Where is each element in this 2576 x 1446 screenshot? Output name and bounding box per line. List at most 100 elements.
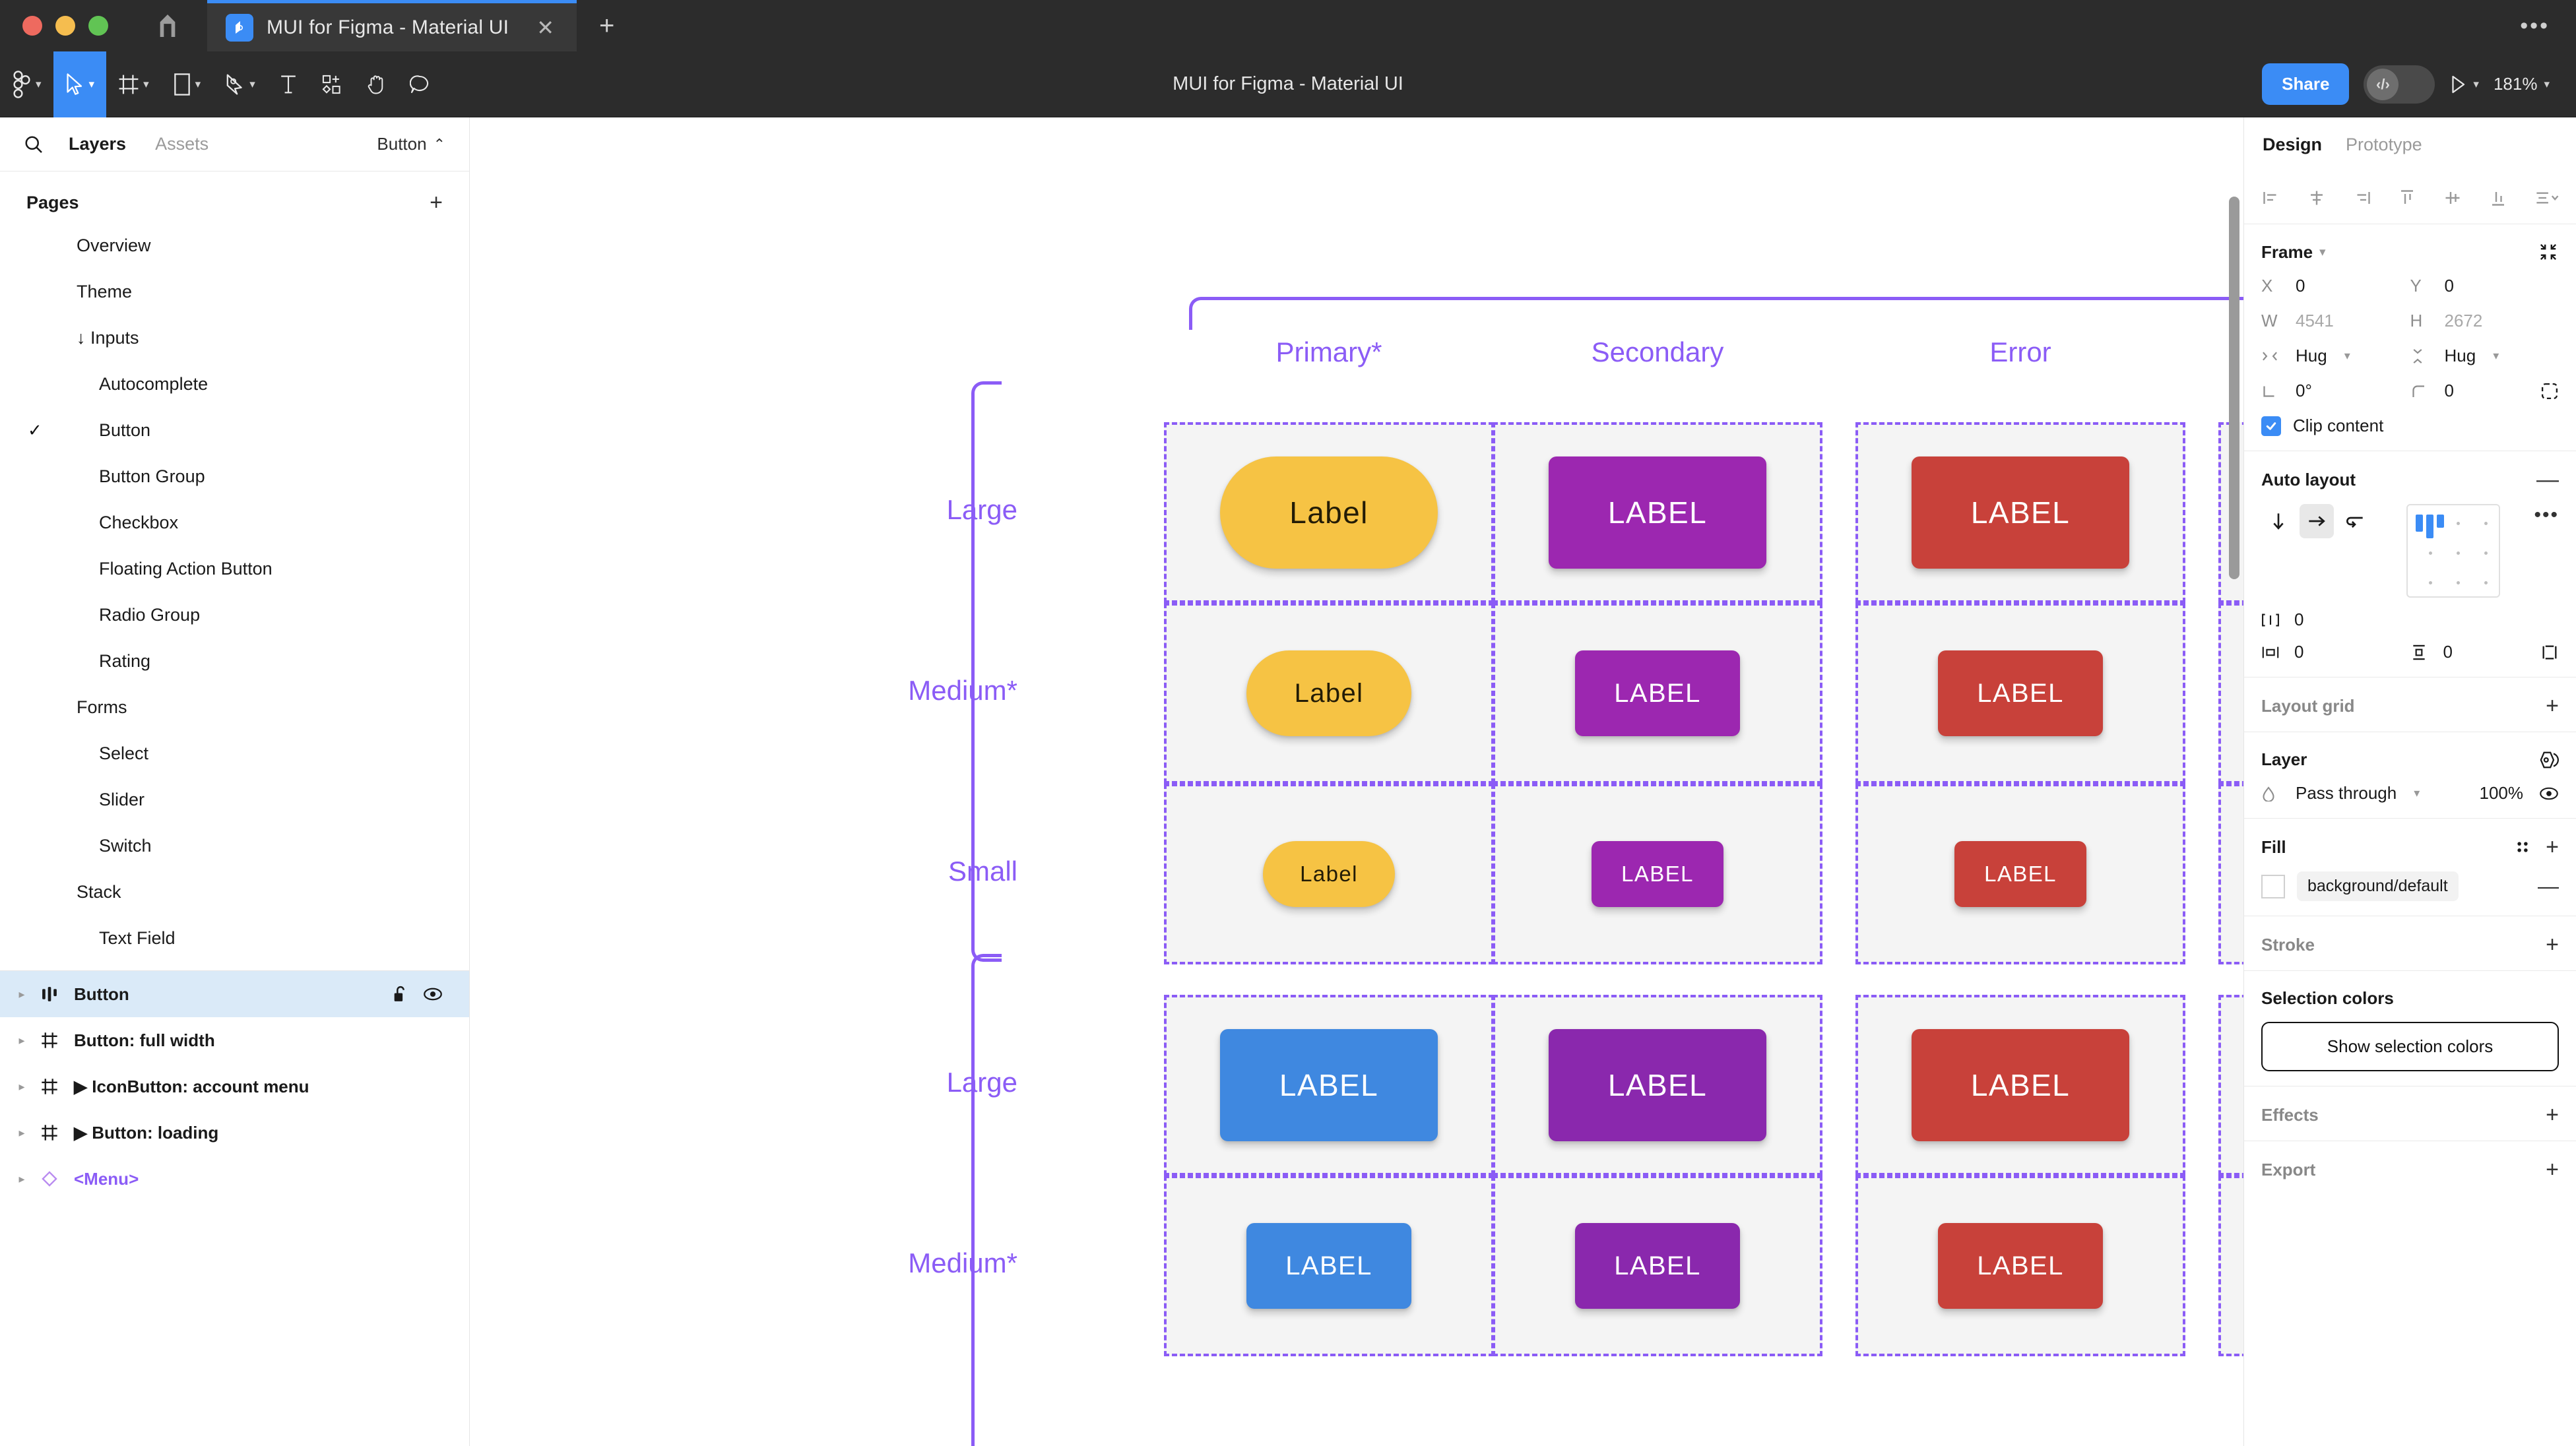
page-item-forms[interactable]: Forms <box>0 684 469 730</box>
comment-tool-button[interactable] <box>398 51 441 117</box>
clip-content-checkbox[interactable] <box>2261 416 2281 436</box>
frame-width-field[interactable]: W 4541 <box>2261 311 2410 331</box>
visibility-icon[interactable] <box>2539 786 2559 801</box>
home-button[interactable] <box>128 0 207 51</box>
column-header[interactable]: Secondary <box>1591 336 1724 367</box>
canvas-vertical-scrollbar[interactable] <box>2229 197 2239 579</box>
page-selector[interactable]: Button ⌃ <box>377 134 445 154</box>
page-item-theme[interactable]: Theme <box>0 268 469 315</box>
tab-design[interactable]: Design <box>2263 134 2323 154</box>
row-label[interactable]: Medium* <box>908 675 1017 706</box>
add-effect-button[interactable]: + <box>2546 1102 2559 1127</box>
tab-prototype[interactable]: Prototype <box>2346 134 2422 154</box>
shape-tool-button[interactable]: ▾ <box>161 51 213 117</box>
page-item-text-field[interactable]: Text Field <box>0 915 469 961</box>
page-item-stack[interactable]: Stack <box>0 869 469 915</box>
column-header[interactable]: Error <box>1989 336 2051 367</box>
share-button[interactable]: Share <box>2262 63 2350 105</box>
auto-layout-more-options-button[interactable]: ••• <box>2534 504 2559 526</box>
page-item-button-group[interactable]: Button Group <box>0 453 469 499</box>
remove-fill-button[interactable]: — <box>2538 874 2559 898</box>
remove-auto-layout-button[interactable]: — <box>2536 467 2559 492</box>
clip-content-row[interactable]: Clip content <box>2261 416 2559 436</box>
mui-button[interactable]: LABEL <box>1938 650 2103 736</box>
align-horizontal-center-icon[interactable] <box>2307 188 2327 208</box>
mui-button[interactable]: LABEL <box>1912 1029 2129 1141</box>
expand-caret-icon[interactable]: ▸ <box>18 1033 25 1047</box>
column-header[interactable]: Primary* <box>1275 336 1382 367</box>
search-icon[interactable] <box>24 135 54 154</box>
dev-mode-toggle[interactable]: ‹/› <box>2364 65 2435 104</box>
layer-row[interactable]: ▸▶ IconButton: account menu <box>0 1063 469 1110</box>
frame-y-field[interactable]: Y 0 <box>2410 276 2560 296</box>
layer-row[interactable]: ▸▶ Button: loading <box>0 1110 469 1156</box>
align-right-icon[interactable] <box>2352 188 2372 208</box>
page-item-select[interactable]: Select <box>0 730 469 776</box>
row-label[interactable]: Large <box>946 1067 1017 1098</box>
align-top-icon[interactable] <box>2397 188 2417 208</box>
close-icon[interactable]: ✕ <box>536 15 554 40</box>
expand-caret-icon[interactable]: ▸ <box>18 1079 25 1093</box>
add-fill-button[interactable]: + <box>2546 834 2559 860</box>
expand-caret-icon[interactable]: ▸ <box>18 1125 25 1139</box>
expand-caret-icon[interactable]: ▸ <box>18 987 25 1001</box>
tab-layers[interactable]: Layers <box>69 134 127 154</box>
frame-tool-button[interactable]: ▾ <box>106 51 161 117</box>
show-selection-colors-button[interactable]: Show selection colors <box>2261 1022 2559 1071</box>
mui-button[interactable]: Label <box>1220 456 1438 569</box>
auto-layout-alignment-grid[interactable] <box>2406 504 2500 598</box>
row-label[interactable]: Small <box>948 856 1017 887</box>
move-tool-button[interactable]: ▾ <box>53 51 107 117</box>
direction-vertical-button[interactable] <box>2261 504 2296 538</box>
align-left-icon[interactable] <box>2261 188 2281 208</box>
close-window-button[interactable] <box>22 16 42 36</box>
present-button[interactable]: ▾ <box>2449 75 2479 94</box>
add-layout-grid-button[interactable]: + <box>2546 693 2559 718</box>
mui-button[interactable]: LABEL <box>1575 650 1740 736</box>
zoom-level-button[interactable]: 181% ▾ <box>2494 74 2550 94</box>
page-item-button[interactable]: ✓Button <box>0 407 469 453</box>
new-tab-button[interactable]: + <box>599 11 615 40</box>
independent-corners-icon[interactable] <box>2540 382 2559 400</box>
pen-tool-button[interactable]: ▾ <box>212 51 267 117</box>
page-item-overview[interactable]: Overview <box>0 222 469 268</box>
mui-button[interactable]: LABEL <box>1954 841 2086 907</box>
row-label[interactable]: Large <box>946 494 1017 525</box>
layer-settings-icon[interactable] <box>2538 750 2559 770</box>
rotation-field[interactable]: 0° <box>2261 381 2410 401</box>
tab-assets[interactable]: Assets <box>155 134 209 154</box>
individual-padding-icon[interactable] <box>2540 643 2559 662</box>
page-item-floating-action-button[interactable]: Floating Action Button <box>0 546 469 592</box>
page-item-radio-group[interactable]: Radio Group <box>0 592 469 638</box>
corner-radius-field[interactable]: 0 <box>2410 381 2560 401</box>
fill-color-swatch[interactable] <box>2261 874 2285 898</box>
unlock-icon[interactable] <box>393 985 408 1003</box>
mui-button[interactable]: LABEL <box>1549 456 1766 569</box>
browser-tab-active[interactable]: MUI for Figma - Material UI ✕ <box>207 0 577 51</box>
distribute-menu-icon[interactable] <box>2534 188 2559 208</box>
add-page-button[interactable]: + <box>430 190 443 215</box>
page-item-autocomplete[interactable]: Autocomplete <box>0 361 469 407</box>
gap-field[interactable]: 0 <box>2261 610 2410 630</box>
resources-tool-button[interactable] <box>309 51 354 117</box>
frame-height-field[interactable]: H 2672 <box>2410 311 2560 331</box>
blend-mode-field[interactable]: Pass through ▾ <box>2261 783 2446 803</box>
figma-menu-button[interactable]: ▾ <box>0 51 53 117</box>
window-menu-icon[interactable]: ••• <box>2520 13 2550 38</box>
vertical-resizing-field[interactable]: Hug ▾ <box>2410 346 2560 366</box>
design-canvas[interactable]: Contained Primary*SecondaryErrorWarningL… <box>470 117 2243 1446</box>
hand-tool-button[interactable] <box>354 51 398 117</box>
horizontal-resizing-field[interactable]: Hug ▾ <box>2261 346 2410 366</box>
fill-styles-icon[interactable] <box>2514 838 2531 856</box>
page-item-slider[interactable]: Slider <box>0 776 469 823</box>
layer-row[interactable]: ▸<Menu> <box>0 1156 469 1202</box>
frame-x-field[interactable]: X 0 <box>2261 276 2410 296</box>
mui-button[interactable]: LABEL <box>1246 1223 1411 1309</box>
vertical-padding-field[interactable]: 0 <box>2410 642 2560 662</box>
layer-row[interactable]: ▸Button: full width <box>0 1017 469 1063</box>
page-item-rating[interactable]: Rating <box>0 638 469 684</box>
horizontal-padding-field[interactable]: 0 <box>2261 642 2410 662</box>
mui-button[interactable]: Label <box>1246 650 1411 736</box>
minimize-window-button[interactable] <box>55 16 75 36</box>
mui-button[interactable]: LABEL <box>1549 1029 1766 1141</box>
